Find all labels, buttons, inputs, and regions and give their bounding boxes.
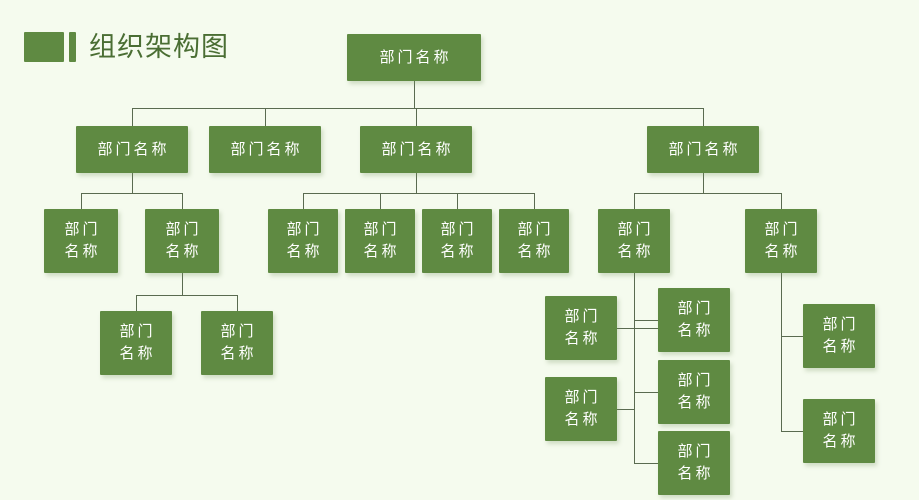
org-node-label: 名称 [677, 465, 714, 482]
connector-line [781, 273, 782, 431]
org-node-label: 名称 [119, 345, 156, 362]
org-node[interactable]: 部门名称 [499, 209, 569, 273]
connector-line [132, 173, 133, 193]
org-node[interactable]: 部门名称 [209, 126, 321, 173]
org-node-label: 名称 [822, 433, 859, 450]
org-node[interactable]: 部门名称 [201, 311, 273, 375]
org-node-label: 部门 [363, 221, 400, 238]
org-node[interactable]: 部门名称 [803, 304, 875, 368]
org-node-label: 部门 [220, 323, 257, 340]
connector-line [534, 193, 535, 209]
connector-line [303, 193, 304, 209]
page-title-text: 组织架构图 [89, 32, 229, 62]
connector-line [634, 392, 658, 393]
org-node[interactable]: 部门名称 [268, 209, 338, 273]
org-node[interactable]: 部门名称 [658, 431, 730, 495]
org-node[interactable]: 部门名称 [44, 209, 118, 273]
org-node-label: 部门 [764, 221, 801, 238]
org-node[interactable]: 部门名称 [145, 209, 219, 273]
org-node-label: 部门 [564, 308, 601, 325]
org-node-label: 名称 [764, 243, 801, 260]
org-node-label: 部门名称 [97, 140, 170, 158]
connector-line [781, 431, 803, 432]
connector-line [81, 193, 182, 194]
connector-line [182, 193, 183, 209]
org-node[interactable]: 部门名称 [598, 209, 670, 273]
org-node[interactable]: 部门名称 [658, 288, 730, 352]
org-node-label: 部门 [822, 316, 859, 333]
org-node[interactable]: 部门名称 [647, 126, 759, 173]
connector-line [414, 81, 415, 108]
org-node-label: 部门 [286, 221, 323, 238]
connector-line [703, 108, 704, 126]
org-node[interactable]: 部门名称 [803, 399, 875, 463]
org-node-label: 名称 [564, 330, 601, 347]
connector-line [781, 336, 803, 337]
org-node-label: 名称 [617, 243, 654, 260]
connector-line [634, 193, 781, 194]
connector-line [703, 173, 704, 193]
org-node-label: 部门 [677, 372, 714, 389]
org-node-label: 部门名称 [379, 48, 452, 66]
connector-line [416, 173, 417, 193]
org-node-label: 名称 [286, 243, 323, 260]
title-block-square-icon [24, 32, 64, 62]
connector-line [617, 409, 634, 410]
org-node-label: 部门 [822, 411, 859, 428]
org-node-label: 部门 [165, 221, 202, 238]
org-node-label: 部门名称 [230, 140, 303, 158]
org-node-label: 部门 [440, 221, 477, 238]
page-title: 组织架构图 [24, 24, 229, 70]
org-node-label: 名称 [363, 243, 400, 260]
org-node-label: 名称 [822, 338, 859, 355]
connector-line [81, 193, 82, 209]
org-node[interactable]: 部门名称 [422, 209, 492, 273]
org-node-label: 名称 [677, 394, 714, 411]
connector-line [380, 193, 381, 209]
connector-line [617, 328, 658, 329]
connector-line [136, 295, 137, 311]
org-node[interactable]: 部门名称 [545, 377, 617, 441]
org-node-label: 名称 [440, 243, 477, 260]
org-node-label: 部门 [64, 221, 101, 238]
title-block-bar-icon [69, 32, 76, 62]
org-node-label: 名称 [564, 411, 601, 428]
connector-line [457, 193, 458, 209]
connector-line [781, 193, 782, 209]
org-node[interactable]: 部门名称 [745, 209, 817, 273]
connector-line [416, 108, 417, 126]
connector-line [303, 193, 534, 194]
connector-line [265, 108, 266, 126]
org-node-label: 名称 [220, 345, 257, 362]
org-node-label: 部门 [617, 221, 654, 238]
org-node-label: 名称 [677, 322, 714, 339]
org-node-label: 部门 [564, 389, 601, 406]
connector-line [237, 295, 238, 311]
org-node-label: 部门 [677, 300, 714, 317]
org-node-label: 部门 [517, 221, 554, 238]
connector-line [634, 273, 635, 463]
org-node-label: 部门名称 [668, 140, 741, 158]
connector-line [132, 108, 133, 126]
org-node-label: 部门 [677, 443, 714, 460]
org-node-label: 名称 [165, 243, 202, 260]
org-node-label: 名称 [517, 243, 554, 260]
org-node[interactable]: 部门名称 [545, 296, 617, 360]
org-node[interactable]: 部门名称 [345, 209, 415, 273]
connector-line [182, 273, 183, 295]
org-node-label: 部门名称 [381, 140, 454, 158]
connector-line [132, 108, 704, 109]
org-node[interactable]: 部门名称 [100, 311, 172, 375]
org-node[interactable]: 部门名称 [658, 360, 730, 424]
org-node[interactable]: 部门名称 [360, 126, 472, 173]
connector-line [634, 320, 658, 321]
org-node-label: 名称 [64, 243, 101, 260]
org-node-label: 部门 [119, 323, 156, 340]
connector-line [634, 193, 635, 209]
org-node[interactable]: 部门名称 [347, 34, 481, 81]
org-node[interactable]: 部门名称 [76, 126, 188, 173]
connector-line [136, 295, 237, 296]
connector-line [634, 463, 658, 464]
